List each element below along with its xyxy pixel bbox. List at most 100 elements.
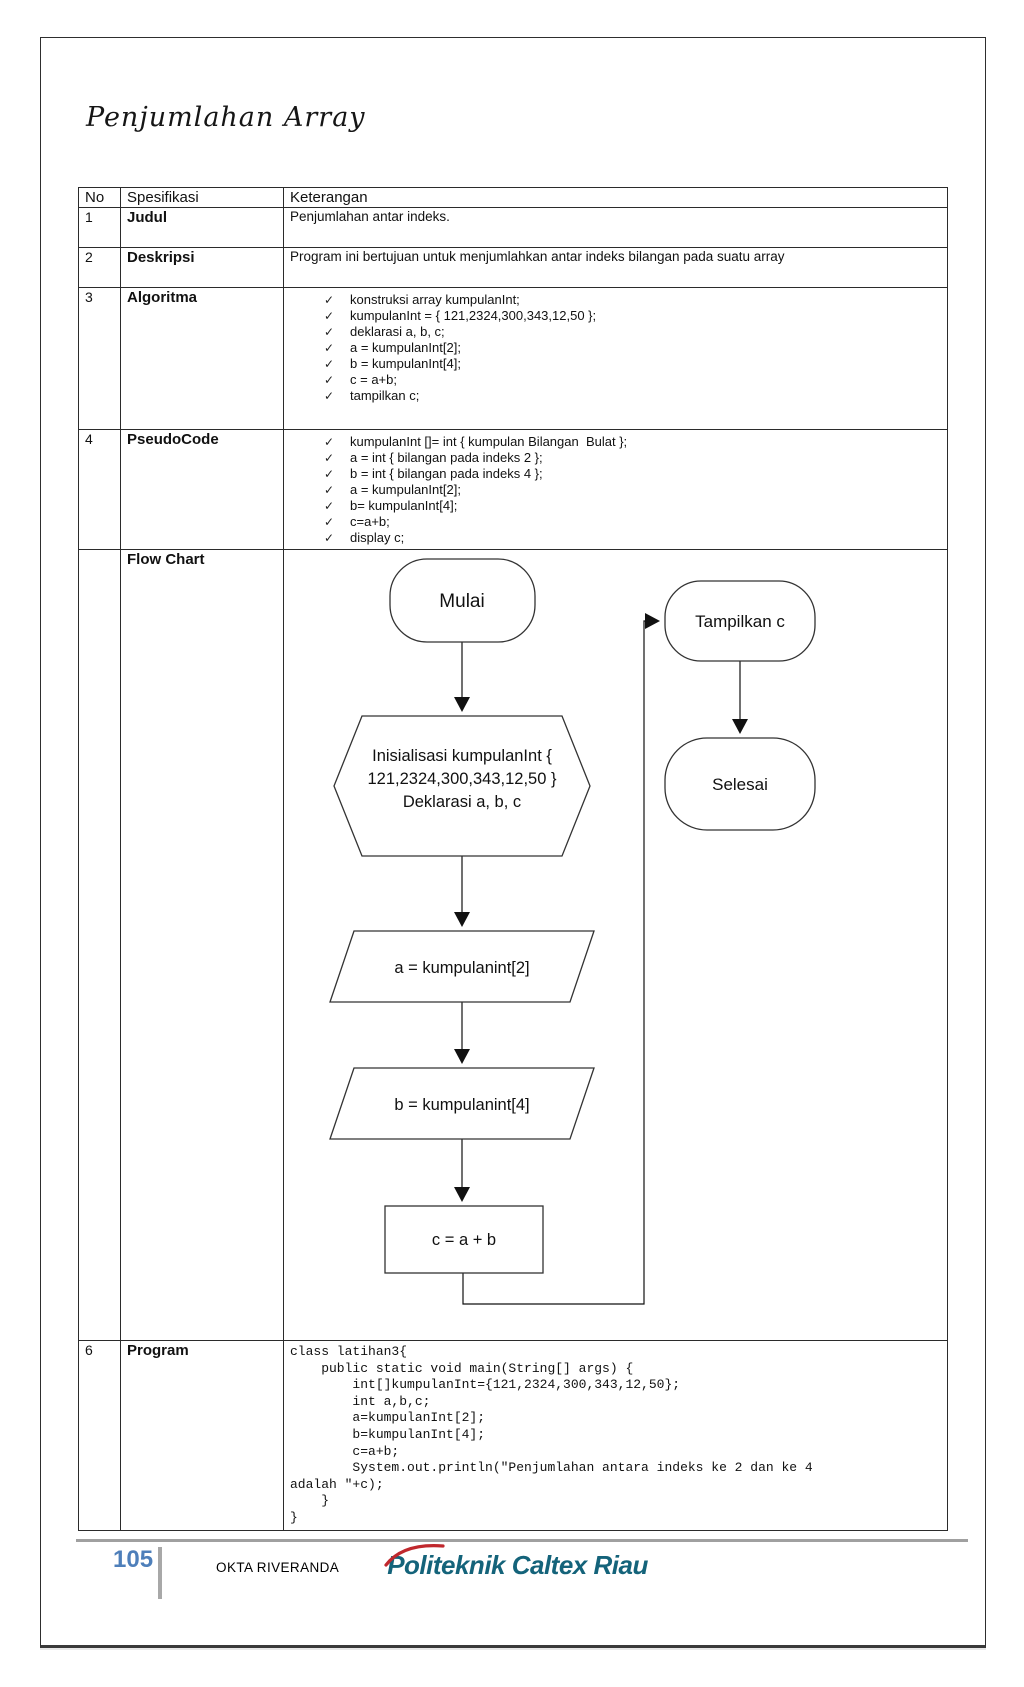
terminator-output — [664, 580, 816, 662]
list-item-text: b = kumpulanInt[4]; — [350, 356, 461, 371]
list-item-text: tampilkan c; — [350, 388, 420, 403]
algoritma-list: ✓ konstruksi array kumpulanInt; ✓ kumpulan… — [290, 289, 941, 404]
list-item-text: display c; — [350, 530, 405, 545]
pseudocode-list: ✓ kumpulanInt []= int { kumpulan Bilangan… — [290, 431, 941, 546]
list-item: ✓kumpulanInt []= int { kumpulan Bilangan… — [324, 434, 941, 450]
list-item: ✓c = a+b; — [324, 372, 941, 388]
check-icon: ✓ — [324, 467, 335, 481]
code-line: int[]kumpulanInt={121,2324,300,343,12,50… — [290, 1377, 681, 1393]
list-item-text: kumpulanInt []= int { kumpulan Bilangan … — [350, 434, 628, 449]
row-number: 4 — [78, 429, 121, 550]
list-item: ✓ b= kumpulanInt[4]; — [324, 498, 941, 514]
init-line1: Inisialisasi kumpulanInt { — [372, 747, 552, 765]
io-a-label: a = kumpulanint[2] — [394, 959, 529, 977]
table-header-row: No Spesifikasi Keterangan — [78, 187, 948, 208]
terminator-start-label: Mulai — [439, 591, 484, 612]
code-line: c=a+b; — [290, 1443, 400, 1459]
page-footer: 105 OKTA RIVERANDA Politeknik Caltex Ria… — [76, 1539, 968, 1599]
terminator-end-label: Selesai — [712, 775, 768, 794]
list-item: ✓ a = int { bilangan pada indeks 2 }; — [324, 450, 941, 466]
header-keterangan: Keterangan — [283, 187, 948, 208]
list-item: ✓ a = kumpulanInt[2]; — [324, 482, 941, 498]
list-item: ✓ display c; — [324, 530, 941, 546]
check-icon: ✓ — [324, 531, 335, 545]
page-title: Penjumlahan Array — [86, 102, 366, 133]
author-name: OKTA RIVERANDA — [216, 1560, 340, 1575]
footer-divider — [76, 1539, 968, 1542]
check-icon: ✓ — [324, 357, 335, 371]
check-icon: ✓ — [324, 293, 335, 307]
code-line: public static void main(String[] args) { — [290, 1360, 634, 1376]
spec-label-algoritma: Algoritma — [120, 287, 284, 430]
row-number: 6 — [78, 1340, 121, 1531]
check-icon: ✓ — [324, 389, 335, 403]
spec-label-deskripsi: Deskripsi — [120, 247, 284, 288]
spec-label-judul: Judul — [120, 207, 284, 248]
terminator-end — [664, 737, 816, 831]
table-row: 6 Program class latihan3{ public static … — [78, 1340, 948, 1531]
code-line: } — [290, 1493, 330, 1509]
table-row: 3 Algoritma ✓ konstruksi array kumpulanIn… — [78, 287, 948, 430]
table-row: 4 PseudoCode ✓ kumpulanInt []= int { kump… — [78, 429, 948, 550]
header-spesifikasi: Spesifikasi — [120, 187, 284, 208]
list-item-text: c=a+b; — [350, 514, 390, 529]
code-line: b=kumpulanInt[4]; — [290, 1426, 486, 1442]
list-item: ✓ konstruksi array kumpulanInt; — [324, 292, 941, 308]
deskripsi-text: Program ini bertujuan untuk menjumlahkan… — [283, 247, 948, 288]
check-icon: ✓ — [324, 483, 335, 497]
table-row: Flow Chart M — [78, 549, 948, 1341]
program-cell: class latihan3{ public static void main(… — [283, 1340, 948, 1531]
list-item-text: a = kumpulanInt[2]; — [350, 482, 461, 497]
list-item-text: c = a+b; — [350, 372, 397, 387]
page-number: 105 — [113, 1546, 154, 1573]
algoritma-cell: ✓ konstruksi array kumpulanInt; ✓ kumpulan… — [283, 287, 948, 430]
pseudocode-cell: ✓ kumpulanInt []= int { kumpulan Bilangan… — [283, 429, 948, 550]
list-item-text: deklarasi a, b, c; — [350, 324, 445, 339]
spec-table: No Spesifikasi Keterangan 1 Judul Penjum… — [78, 187, 948, 1531]
row-number: 2 — [78, 247, 121, 288]
edge-proc-output — [462, 613, 660, 1305]
spec-label-flowchart: Flow Chart — [120, 549, 284, 1341]
list-item-text: b= kumpulanInt[4]; — [350, 498, 458, 513]
row-number: 1 — [78, 207, 121, 248]
list-item-text: konstruksi array kumpulanInt; — [350, 292, 520, 307]
check-icon: ✓ — [324, 325, 335, 339]
code-line: System.out.println("Penjumlahan antara i… — [290, 1460, 813, 1476]
program-code: class latihan3{ public static void main(… — [290, 1342, 941, 1527]
list-item-text: kumpulanInt = { 121,2324,300,343,12,50 }… — [350, 308, 597, 323]
code-line: class latihan3{ — [290, 1344, 408, 1359]
init-line2: 121,2324,300,343,12,50 } — [367, 770, 557, 788]
list-item-text: a = kumpulanInt[2]; — [350, 340, 461, 355]
logo-text: Politeknik Caltex Riau — [387, 1550, 648, 1580]
code-line: int a,b,c; — [290, 1393, 431, 1409]
politeknik-logo: Politeknik Caltex Riau — [384, 1544, 648, 1581]
footer-separator-bar — [158, 1547, 163, 1599]
table-row: 2 Deskripsi Program ini bertujuan untuk … — [78, 247, 948, 288]
check-icon: ✓ — [324, 451, 335, 465]
document-page: Penjumlahan Array No Spesifikasi Keteran… — [40, 37, 986, 1648]
list-item: ✓ kumpulanInt = { 121,2324,300,343,12,50 … — [324, 308, 941, 324]
list-item: ✓ b = kumpulanInt[4]; — [324, 356, 941, 372]
logo-swoosh-icon — [384, 1544, 445, 1567]
preparation-init — [333, 715, 591, 857]
code-line: adalah "+c); — [290, 1476, 384, 1492]
spec-label-program: Program — [120, 1340, 284, 1531]
check-icon: ✓ — [324, 341, 335, 355]
terminator-output-label: Tampilkan c — [695, 612, 785, 631]
terminator-start — [389, 558, 536, 643]
header-no: No — [78, 187, 121, 208]
check-icon: ✓ — [324, 515, 335, 529]
list-item: ✓ tampilkan c; — [324, 388, 941, 404]
check-icon: ✓ — [324, 309, 335, 323]
row-number: 3 — [78, 287, 121, 430]
list-item: ✓ b = int { bilangan pada indeks 4 }; — [324, 466, 941, 482]
flowchart-cell: Mulai Inisialisasi kumpulanInt { 121,232… — [283, 549, 948, 1341]
list-item-text: b = int { bilangan pada indeks 4 }; — [350, 466, 543, 481]
init-line3: Deklarasi a, b, c — [403, 793, 521, 811]
check-icon: ✓ — [324, 499, 335, 513]
spec-label-pseudocode: PseudoCode — [120, 429, 284, 550]
process-sum-label: c = a + b — [432, 1231, 496, 1249]
code-line: } — [290, 1509, 298, 1525]
list-item-text: a = int { bilangan pada indeks 2 }; — [350, 450, 543, 465]
judul-text: Penjumlahan antar indeks. — [283, 207, 948, 248]
